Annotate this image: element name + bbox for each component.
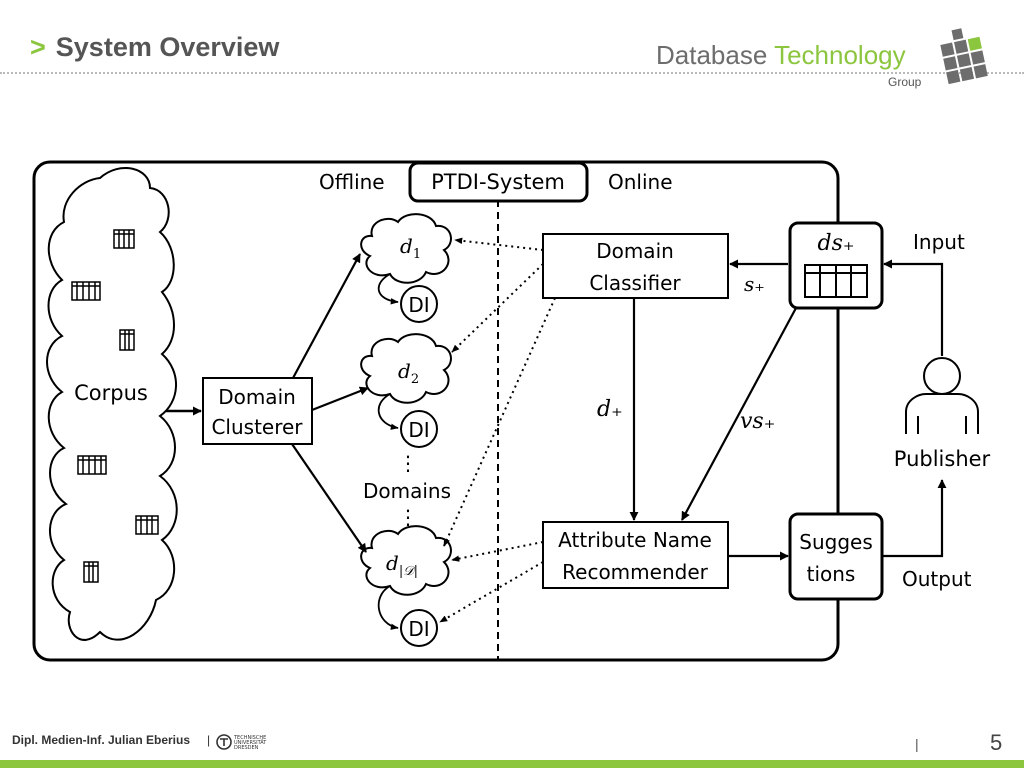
group-logo-text: Database Technology — [656, 40, 906, 71]
dn-subscript: |𝒟| — [399, 564, 418, 579]
classifier-to-dn-dotted — [443, 297, 556, 547]
output-arrow — [882, 479, 947, 558]
d-plus-label: d₊ — [597, 397, 623, 422]
domains-label: Domains — [363, 479, 451, 503]
clusterer-to-d1-arrow — [292, 253, 361, 379]
publisher-label: Publisher — [894, 447, 991, 471]
svg-text:d1: d1 — [400, 234, 421, 262]
footer-tick: | — [915, 736, 919, 752]
domain-cloud-dn: d|𝒟| — [360, 525, 452, 596]
ds-plus-label: ds₊ — [818, 231, 855, 256]
dn-symbol: d — [386, 551, 399, 575]
logo-word-database: Database — [656, 40, 768, 70]
uni-line2: UNIVERSITÄT — [234, 739, 267, 746]
input-label: Input — [913, 230, 965, 254]
di-circle-2 — [400, 410, 438, 448]
offline-label: Offline — [319, 170, 385, 194]
clusterer-to-d2-arrow — [311, 386, 369, 412]
d2-to-di-arrow — [377, 393, 399, 430]
vdots-lower: ⋮ — [398, 505, 418, 529]
corpus-label: Corpus — [74, 381, 148, 405]
uni-line3: DRESDEN — [234, 745, 259, 751]
recommender-line2: Recommender — [562, 560, 708, 584]
online-label: Online — [608, 170, 673, 194]
suggestions-line2: tions — [807, 562, 856, 586]
table-icon — [135, 515, 159, 535]
header-divider — [0, 72, 1024, 74]
recommender-line1: Attribute Name — [558, 528, 712, 552]
table-icon — [71, 281, 101, 301]
domain-clusterer-box — [202, 377, 313, 445]
di-label-3: DI — [408, 617, 429, 641]
classifier-line1: Domain — [596, 239, 674, 263]
s-plus-label: s₊ — [744, 272, 765, 296]
clusterer-to-dn-arrow — [291, 443, 367, 553]
domain-cloud-d1: d1 — [360, 213, 452, 284]
svg-text:d2: d2 — [398, 359, 419, 387]
classifier-line2: Classifier — [589, 271, 681, 295]
logo-word-technology: Technology — [774, 40, 906, 70]
system-label: PTDI-System — [431, 170, 565, 194]
di-circle-3 — [400, 609, 438, 647]
publisher-person-icon — [905, 357, 979, 434]
ds-to-recommender-arrow — [681, 307, 797, 521]
suggestions-line1: Sugges — [799, 530, 873, 554]
domain-cloud-d2: d2 — [360, 333, 452, 404]
title-text: System Overview — [55, 32, 280, 62]
output-label: Output — [902, 567, 972, 591]
footer-separator: | — [207, 733, 211, 747]
page-number: 5 — [990, 730, 1003, 755]
domain-classifier-box — [542, 233, 729, 299]
system-label-box — [408, 161, 589, 203]
input-table-icon — [804, 264, 868, 298]
footer-author: Dipl. Medien-Inf. Julian Eberius — [12, 733, 191, 747]
table-icon — [113, 229, 135, 249]
vs-plus-label: vs₊ — [740, 409, 775, 434]
grid-cube-logo-icon — [940, 28, 988, 85]
logo-group-label: Group — [888, 75, 922, 89]
d1-subscript: 1 — [413, 247, 421, 262]
bottom-accent-bar — [0, 760, 1024, 768]
table-icon — [77, 455, 107, 475]
clusterer-line1: Domain — [218, 385, 296, 409]
di-circle-1 — [400, 285, 438, 323]
d2-symbol: d — [398, 359, 411, 383]
corpus-table-icons — [71, 229, 159, 583]
slide-title: > System Overview — [30, 32, 279, 63]
table-icon — [119, 329, 135, 351]
dn-to-di-arrow — [377, 585, 399, 630]
suggestions-box — [788, 512, 884, 601]
university-logo-icon: TECHNISCHE UNIVERSITÄT DRESDEN — [216, 734, 267, 751]
d2-subscript: 2 — [411, 372, 419, 387]
di-label-1: DI — [408, 293, 429, 317]
recommender-to-di-dotted — [439, 561, 544, 623]
classifier-to-d1-dotted — [454, 237, 544, 251]
svg-text:d|𝒟|: d|𝒟| — [386, 551, 418, 579]
d1-to-di-arrow — [377, 273, 399, 305]
table-icon — [83, 561, 99, 583]
clusterer-line2: Clusterer — [211, 415, 303, 439]
d1-symbol: d — [400, 234, 413, 258]
publisher-input-arrow — [883, 259, 944, 356]
di-label-2: DI — [408, 418, 429, 442]
uni-line1: TECHNISCHE — [233, 735, 266, 741]
title-chevron: > — [30, 32, 46, 62]
vdots-upper: ⋮ — [398, 451, 418, 475]
